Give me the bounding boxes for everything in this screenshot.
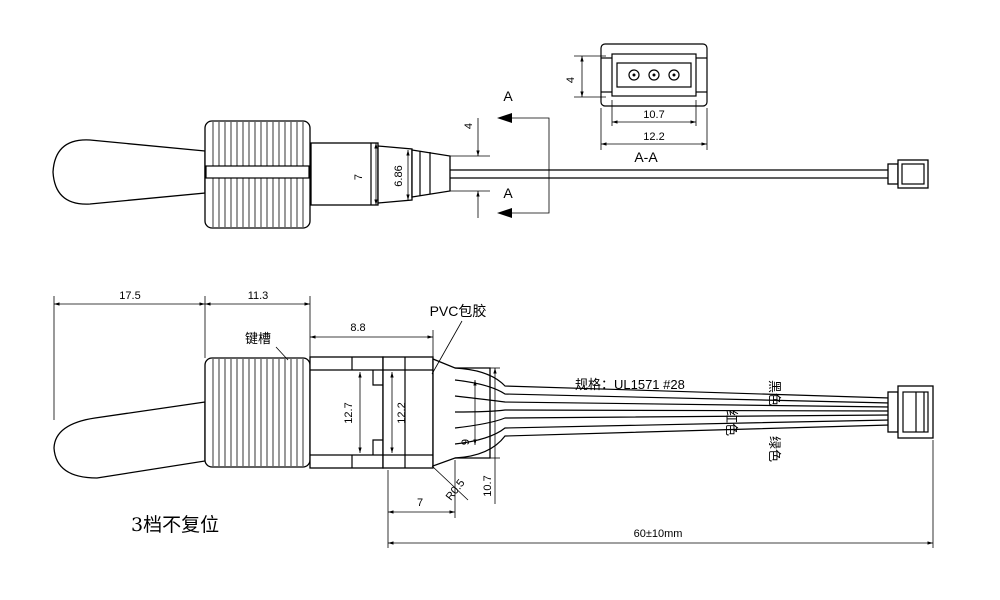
lever-handle-side — [53, 401, 206, 479]
section-inner-width-value: 10.7 — [643, 109, 664, 121]
body-length-dimension: 8.8 — [310, 322, 434, 357]
pin-hole-3 — [668, 69, 680, 81]
top-body-height-value: 7 — [353, 174, 365, 180]
section-a-a-view: 4 10.7 12.2 A-A — [565, 43, 708, 165]
boot-length-dimension: 7 — [387, 460, 456, 548]
connector-cross-section — [600, 43, 708, 107]
cable-side — [454, 367, 934, 459]
top-cable-dimension: 4 — [450, 118, 490, 218]
knurled-nut-side — [204, 357, 311, 468]
cable-spec-label: 规格：UL1571 #28 — [575, 377, 685, 392]
top-view: 7 6.86 4 A A — [52, 88, 929, 229]
switch-body — [310, 142, 451, 206]
knurled-nut — [204, 120, 311, 229]
boot-length-value: 7 — [417, 497, 423, 509]
cable-length-value: 60±10mm — [634, 528, 683, 540]
lever-handle — [52, 139, 206, 205]
cable-length-dimension: 60±10mm — [388, 440, 934, 548]
radius-value: R0.5 — [444, 477, 468, 503]
section-height-dimension: 4 — [565, 55, 606, 98]
cable-top — [450, 159, 929, 189]
keyway-label: 键槽 — [245, 331, 271, 346]
position-note: 3档不复位 — [131, 514, 219, 536]
body-height-value: 12.7 — [343, 402, 355, 423]
side-view: 17.5 11.3 键槽 8.8 PVC包胶 12.7 12.2 9 — [53, 290, 934, 548]
nut-length-value: 11.3 — [248, 290, 269, 302]
section-outer-width-dimension: 12.2 — [600, 108, 708, 150]
cable-height-dimension: 9 — [460, 380, 477, 445]
lever-length-value: 17.5 — [119, 290, 140, 302]
lever-length-dimension: 17.5 — [53, 290, 206, 420]
pin-hole-1 — [628, 69, 640, 81]
top-body-height-dimension: 7 — [353, 143, 378, 205]
section-height-value: 4 — [565, 77, 577, 83]
top-cable-value: 4 — [463, 123, 475, 129]
wire-color-black: 黑色 — [767, 380, 782, 406]
top-tip-height-dimension: 6.86 — [393, 150, 410, 200]
boot-height-value: 12.2 — [396, 402, 408, 423]
section-cut-markers: A A — [497, 88, 550, 218]
wire-color-green: 绿色 — [767, 436, 782, 462]
pin-hole-2 — [648, 69, 660, 81]
nut-length-dimension: 11.3 — [205, 290, 311, 357]
outer-height-dimension: 10.7 — [482, 367, 500, 504]
boot-height-dimension: 12.2 — [390, 372, 408, 453]
pvc-overmold-label: PVC包胶 — [430, 303, 487, 319]
top-tip-height-value: 6.86 — [393, 165, 405, 186]
body-length-value: 8.8 — [350, 322, 365, 334]
section-outer-width-value: 12.2 — [643, 131, 664, 143]
section-arrow-label-top: A — [503, 88, 513, 104]
radius-dimension: R0.5 — [431, 465, 469, 503]
body-height-dimension: 12.7 — [343, 372, 362, 453]
outer-height-value: 10.7 — [482, 475, 494, 496]
section-arrow-label-bottom: A — [503, 185, 513, 201]
cable-height-value: 9 — [460, 439, 472, 445]
section-title: A-A — [634, 149, 658, 165]
wire-color-red: 红色 — [724, 410, 739, 436]
section-inner-width-dimension: 10.7 — [611, 100, 697, 126]
